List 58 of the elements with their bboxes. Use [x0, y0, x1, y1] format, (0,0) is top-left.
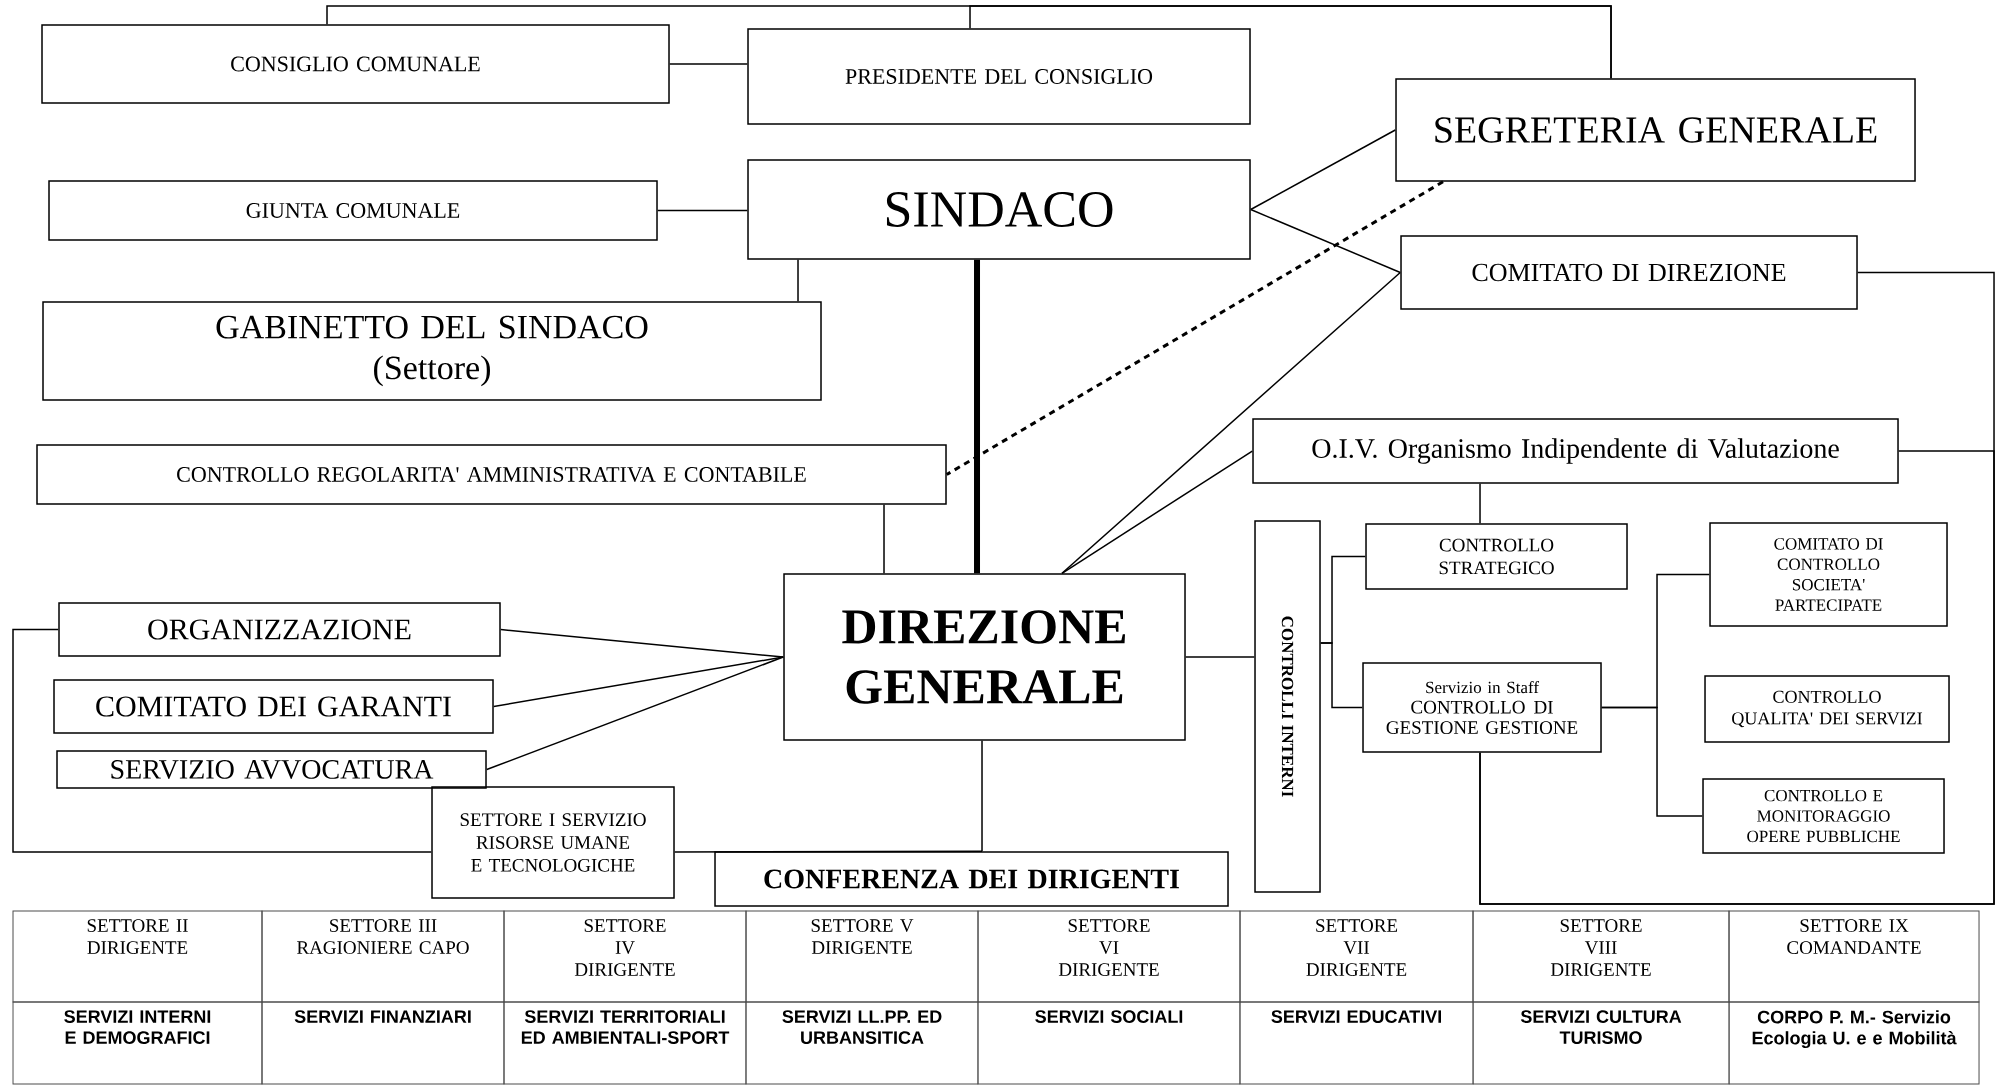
org-box: SETTORE I SERVIZIO RISORSE UMANE E TECNOLOGICHE — [431, 786, 675, 899]
org-box: COMITATO DI DIREZIONE — [1400, 235, 1858, 310]
connector-line — [1061, 450, 1253, 574]
connector-line — [669, 63, 748, 65]
org-box: PRESIDENTE DEL CONSIGLIO — [747, 28, 1251, 125]
connector-line — [981, 740, 983, 852]
connector-line — [1601, 706, 1703, 817]
connector-line — [883, 504, 885, 574]
connector-line — [1479, 450, 1995, 905]
org-box: COMITATO DEI GARANTI — [53, 679, 494, 734]
table-cell: SETTORE VIII DIRIGENTE — [1472, 910, 1730, 1003]
table-cell: SETTORE III RAGIONIERE CAPO — [261, 910, 505, 1003]
org-box: O.I.V. Organismo Indipendente di Valutazione — [1252, 418, 1899, 484]
org-box: SINDACO — [747, 159, 1251, 260]
table-cell: SERVIZI TERRITORIALI ED AMBIENTALI-SPORT — [503, 1001, 747, 1085]
table-cell: SERVIZI LL.PP. ED URBANSITICA — [745, 1001, 979, 1085]
org-box: CONTROLLO REGOLARITA' AMMINISTRATIVA E CONTABILE — [36, 444, 947, 505]
table-cell: SERVIZI SOCIALI — [977, 1001, 1241, 1085]
connector-line — [1320, 642, 1363, 709]
org-box: CONTROLLO E MONITORAGGIO OPERE PUBBLICHE — [1702, 778, 1945, 854]
table-cell: SETTORE IV DIRIGENTE — [503, 910, 747, 1003]
connector-line — [1479, 483, 1481, 524]
connector-line — [486, 656, 784, 771]
org-box: Servizio in Staff CONTROLLO DI GESTIONE GESTIONE — [1362, 662, 1602, 753]
table-cell: SETTORE II DIRIGENTE — [12, 910, 263, 1003]
org-box: GIUNTA COMUNALE — [48, 180, 658, 241]
table-cell: SETTORE VI DIRIGENTE — [977, 910, 1241, 1003]
org-box: COMITATO DI CONTROLLO SOCIETA' PARTECIPATE — [1709, 522, 1948, 627]
connector-line — [1250, 208, 1401, 274]
connector-line — [657, 209, 748, 212]
org-box: SERVIZIO AVVOCATURA — [56, 750, 487, 789]
table-cell: SETTORE VII DIRIGENTE — [1239, 910, 1474, 1003]
org-box: CONTROLLO QUALITA' DEI SERVIZI — [1704, 675, 1950, 743]
org-box: CONFERENZA DEI DIRIGENTI — [714, 851, 1229, 907]
connector-line — [1185, 656, 1255, 658]
org-box: GABINETTO DEL SINDACO (Settore) — [42, 301, 822, 401]
connector-line — [12, 628, 432, 853]
connector-line — [974, 259, 980, 574]
table-cell: CORPO P. M.- Servizio Ecologia U. e e Mobilità — [1728, 1001, 1980, 1085]
connector-line — [1061, 271, 1401, 574]
table-cell: SERVIZI EDUCATIVI — [1239, 1001, 1474, 1085]
org-box: SEGRETERIA GENERALE — [1395, 78, 1916, 182]
table-cell: SETTORE V DIRIGENTE — [745, 910, 979, 1003]
connector-line — [797, 259, 799, 302]
connector-line — [500, 628, 784, 658]
table-cell: SERVIZI INTERNI E DEMOGRAFICI — [12, 1001, 263, 1085]
connector-line — [674, 850, 983, 853]
org-box: ORGANIZZAZIONE — [58, 602, 501, 657]
table-cell: SETTORE IX COMANDANTE — [1728, 910, 1980, 1003]
connector-line — [1250, 129, 1396, 211]
org-box: CONTROLLO STRATEGICO — [1365, 523, 1628, 590]
table-cell: SERVIZI FINANZIARI — [261, 1001, 505, 1085]
org-box: CONSIGLIO COMUNALE — [41, 24, 670, 104]
connector-line — [946, 180, 1444, 476]
table-cell: SERVIZI CULTURA TURISMO — [1472, 1001, 1730, 1085]
org-box: DIREZIONE GENERALE — [783, 573, 1186, 741]
org-box: CONTROLLI INTERNI — [1254, 520, 1321, 893]
connector-line — [969, 5, 1612, 79]
